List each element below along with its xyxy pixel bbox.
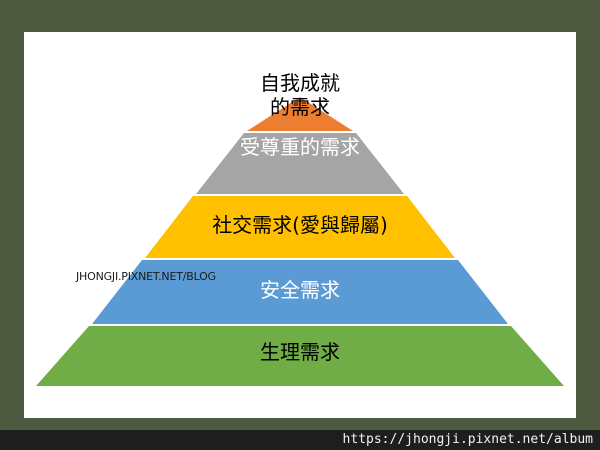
pyramid-level-physiological <box>36 326 564 386</box>
watermark-text: JHONGJI.PIXNET.NET/BLOG <box>76 270 216 283</box>
pyramid-level-label-self-actualization: 自我成就的需求 <box>260 71 340 119</box>
pyramid-level-label-social: 社交需求(愛與歸屬) <box>212 213 388 237</box>
pyramid-diagram <box>36 97 564 386</box>
slide: 自我成就的需求 受尊重的需求 社交需求(愛與歸屬) 安全需求 生理需求 JHON… <box>24 32 576 418</box>
pyramid-level-safety <box>92 260 508 324</box>
pyramid-level-esteem <box>196 133 404 194</box>
footer-url[interactable]: https://jhongji.pixnet.net/album <box>342 432 593 447</box>
footer-bar: https://jhongji.pixnet.net/album <box>0 430 600 450</box>
pyramid-level-label-physiological: 生理需求 <box>260 340 340 364</box>
pyramid-level-label-esteem: 受尊重的需求 <box>240 135 360 159</box>
pyramid-level-label-safety: 安全需求 <box>260 278 340 302</box>
pyramid-level-self-actualization <box>247 97 353 131</box>
pyramid-level-social <box>145 196 455 258</box>
